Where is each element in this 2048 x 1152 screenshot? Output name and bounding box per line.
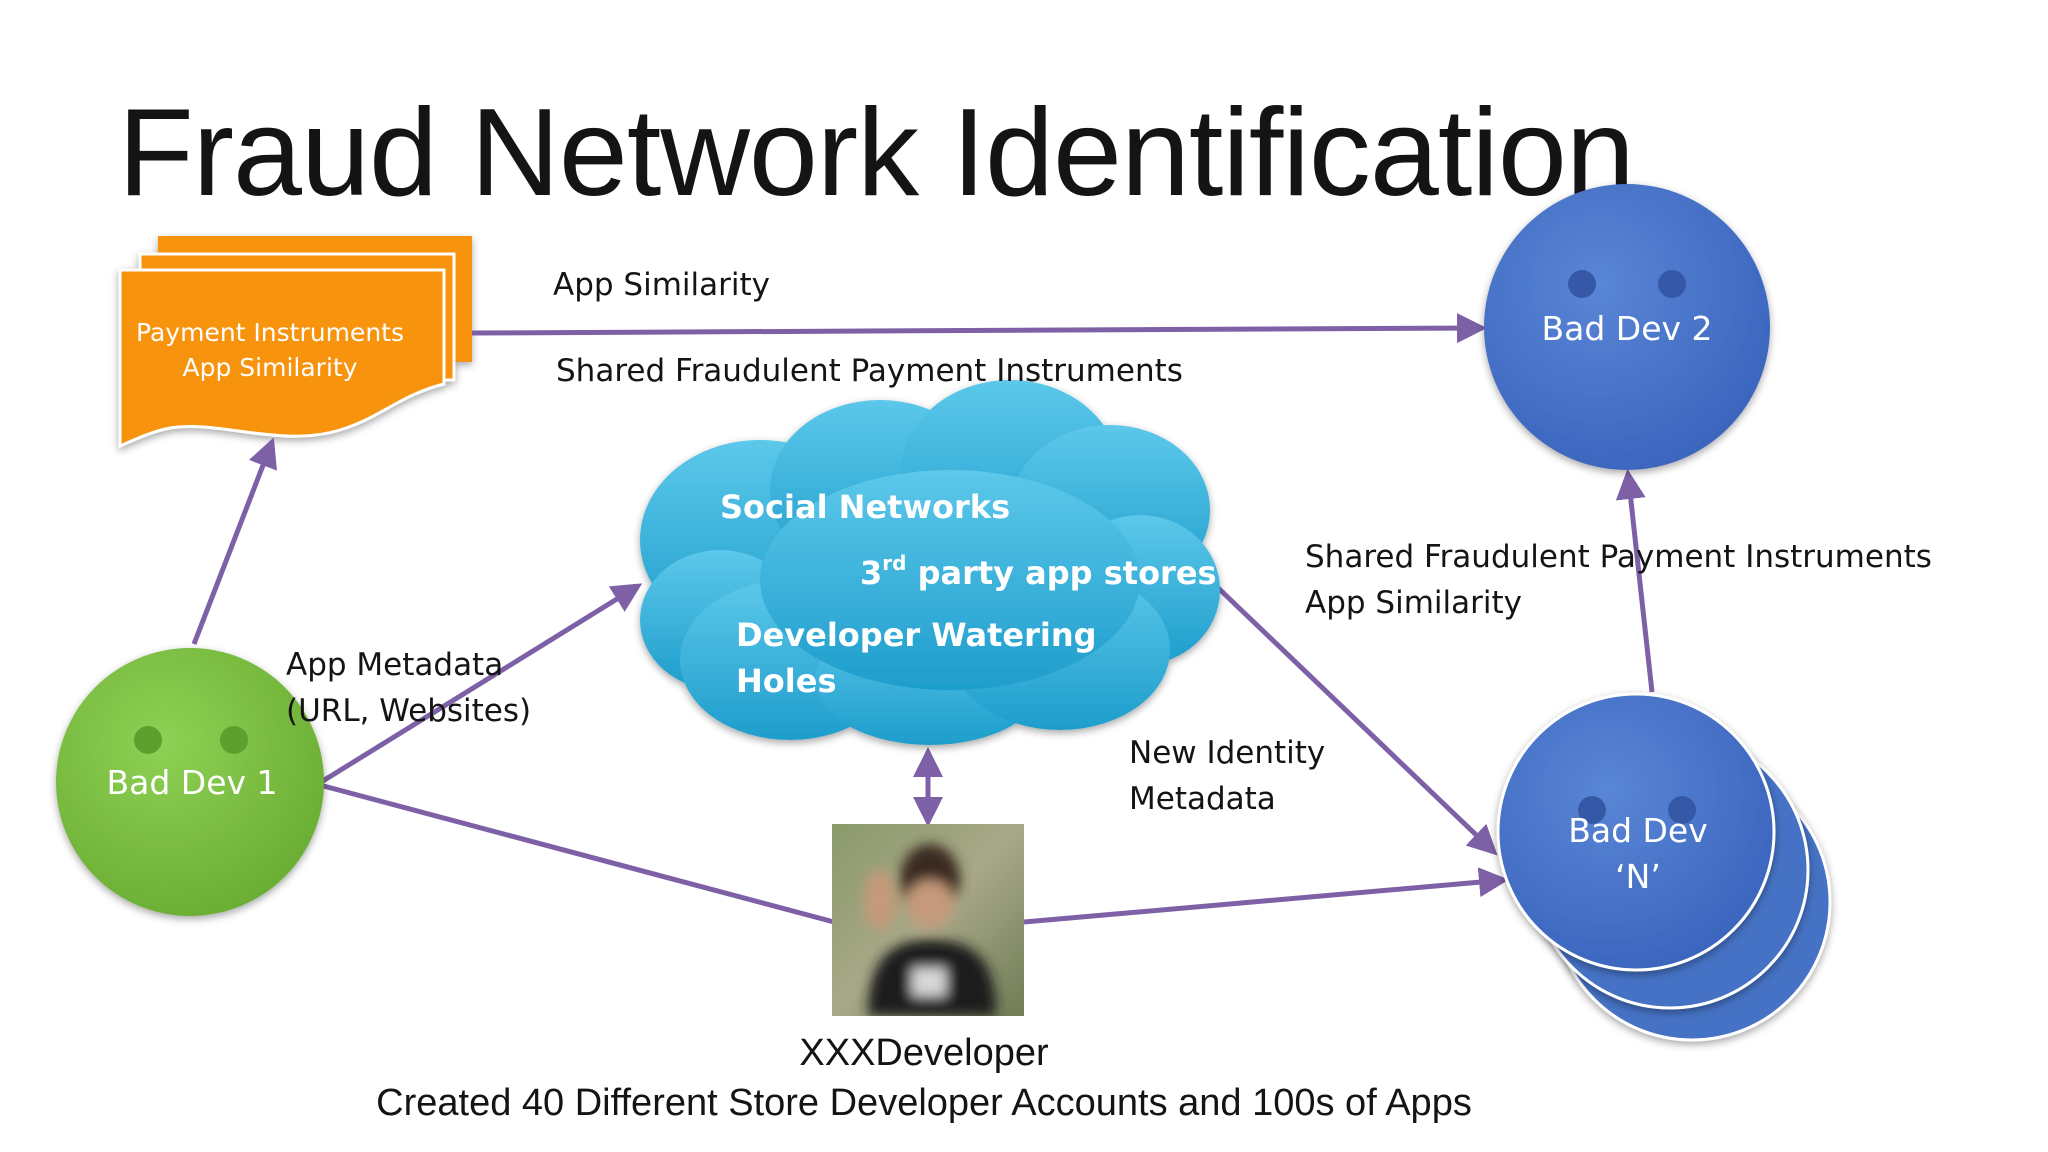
slide-title: Fraud Network Identification — [118, 84, 1635, 222]
bad-dev-1-eye-right — [220, 726, 248, 754]
arrow-bad-dev-n-to-bad-dev-2 — [1615, 469, 1655, 693]
developer-photo — [832, 824, 1024, 1016]
cloud-shape — [640, 380, 1220, 745]
arrow-bad-dev-1-to-doc — [191, 437, 277, 645]
edge-label-shared-payment-top: Shared Fraudulent Payment Instruments — [556, 353, 1183, 389]
edge-label-app-similarity-top: App Similarity — [553, 267, 770, 303]
edge-label-new-identity: New Identity — [1129, 735, 1326, 771]
doc-line-1: Payment Instruments — [136, 318, 404, 347]
cloud-line-3: Developer Watering — [736, 616, 1097, 654]
bad-dev-2-label: Bad Dev 2 — [1541, 309, 1712, 348]
developer-name: XXXDeveloper — [799, 1032, 1049, 1074]
bad-dev-1-label: Bad Dev 1 — [106, 763, 277, 802]
developer-description: Created 40 Different Store Developer Acc… — [376, 1082, 1472, 1124]
bad-dev-n-eye-right — [1668, 796, 1696, 824]
bad-dev-1-eye-left — [134, 726, 162, 754]
edge-label-url-websites: (URL, Websites) — [286, 693, 532, 729]
cloud-line-2: 3rd party app stores — [860, 551, 1217, 592]
cloud-line-2-pre: 3 — [860, 554, 882, 592]
edge-label-shared-payment-right: Shared Fraudulent Payment Instruments — [1305, 539, 1932, 575]
bad-dev-2-eye-left — [1568, 270, 1596, 298]
bad-dev-n-eye-left — [1578, 796, 1606, 824]
arrow-doc-to-bad-dev-2 — [471, 313, 1487, 344]
arrow-developer-to-bad-dev-1 — [251, 759, 835, 925]
bad-dev-2-eye-right — [1658, 270, 1686, 298]
arrow-developer-to-bad-dev-n — [1023, 867, 1509, 925]
edge-label-app-similarity-right: App Similarity — [1305, 585, 1522, 621]
cloud-line-4: Holes — [736, 662, 836, 700]
arrow-bad-dev-1-to-cloud — [316, 583, 643, 787]
cloud-line-2-sup: rd — [882, 551, 906, 575]
edge-label-app-metadata: App Metadata — [286, 647, 504, 683]
bad-dev-n-node — [1496, 692, 1832, 1042]
bad-dev-2-node — [1484, 184, 1770, 470]
doc-line-2: App Similarity — [183, 353, 358, 382]
bad-dev-n-line-2: ‘N’ — [1615, 857, 1661, 896]
cloud-line-2-post: party app stores — [906, 554, 1216, 592]
bad-dev-1-node — [56, 648, 324, 916]
cloud-line-1: Social Networks — [720, 488, 1010, 526]
payment-instruments-doc — [118, 236, 472, 449]
bad-dev-n-line-1: Bad Dev — [1568, 811, 1708, 850]
arrow-cloud-to-bad-dev-n — [1212, 582, 1498, 856]
edge-label-metadata: Metadata — [1129, 781, 1276, 817]
